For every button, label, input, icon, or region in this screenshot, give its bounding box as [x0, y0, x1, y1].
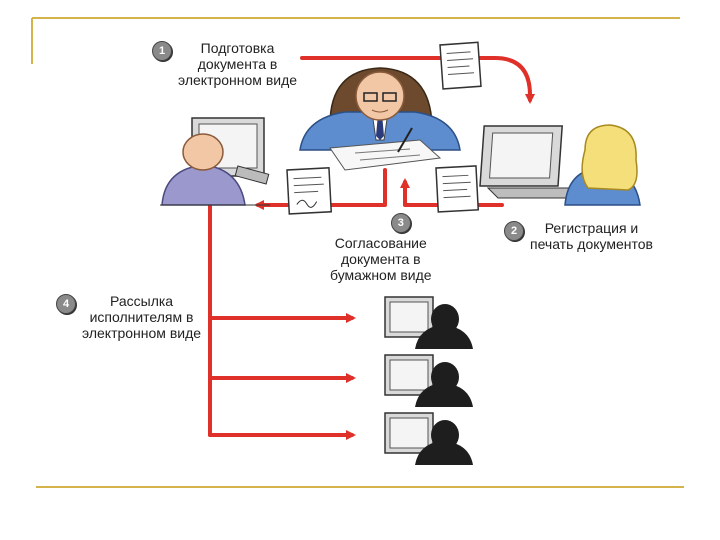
secretary-at-laptop-icon: [479, 124, 641, 206]
arrow-to-registration: [300, 56, 535, 104]
recipient-at-monitor-icon: [384, 412, 473, 465]
step-1-number-badge: 1: [152, 41, 172, 61]
recipient-at-monitor-icon: [384, 296, 473, 349]
step-2-label: Регистрация и печать документов: [530, 220, 653, 252]
manager-at-desk-icon: [299, 67, 461, 171]
step-2: 2 Регистрация и печать документов: [504, 220, 653, 252]
step-4: 4 Рассылка исполнителям в электронном ви…: [56, 293, 201, 341]
step-3: 3 Согласование документа в бумажном виде: [330, 212, 432, 283]
step-3-number-badge: 3: [390, 213, 411, 233]
paper-document-icon: [439, 41, 482, 90]
step-1: 1 Подготовка документа в электронном вид…: [152, 40, 297, 88]
recipient-at-monitor-icon: [384, 354, 473, 407]
paper-document-icon: [435, 165, 480, 213]
step-2-number-badge: 2: [504, 221, 524, 241]
step-3-label: Согласование документа в бумажном виде: [330, 235, 432, 283]
paper-document-icon: [286, 167, 333, 215]
step-4-number-badge: 4: [56, 294, 76, 314]
step-4-label: Рассылка исполнителям в электронном виде: [82, 293, 202, 341]
step-1-label: Подготовка документа в электронном виде: [178, 40, 298, 88]
operator-at-computer-icon: [160, 117, 270, 206]
flow-arrows: [208, 56, 535, 440]
slide-frame: [31, 17, 684, 488]
